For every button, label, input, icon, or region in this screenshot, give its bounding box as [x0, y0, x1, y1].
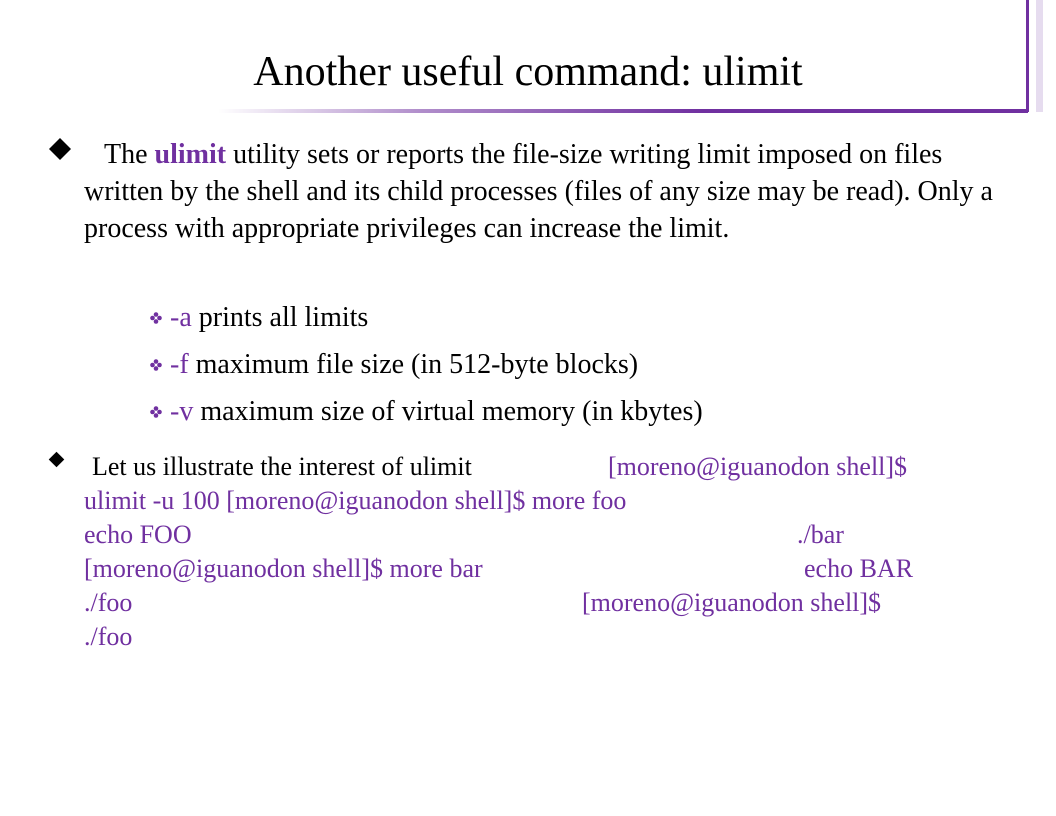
filled-diamond-icon [49, 138, 71, 160]
illustration-line: [moreno@iguanodon shell]$ more bar echo … [84, 552, 1024, 586]
four-petal-diamond-icon [150, 405, 162, 418]
intro-paragraph: The ulimit utility sets or reports the f… [84, 136, 1024, 247]
illustration-lead: Let us illustrate the interest of ulimit [92, 452, 472, 481]
accent-bar-dark [1026, 0, 1029, 112]
command-line: ./bar [797, 520, 844, 549]
option-item: -a prints all limits [150, 300, 368, 336]
option-flag: -a [170, 302, 192, 333]
option-flag: -v [170, 396, 194, 427]
illustration-line: echo FOO ./bar [84, 518, 1024, 552]
illustration-line: ulimit -u 100 [moreno@iguanodon shell]$ … [84, 484, 1024, 518]
option-item: -v maximum size of virtual memory (in kb… [150, 394, 703, 430]
option-text: prints all limits [191, 302, 369, 333]
option-flag: -f [170, 349, 189, 380]
illustration-line: ./foo [84, 620, 1024, 654]
option-item: -f maximum file size (in 512-byte blocks… [150, 347, 638, 383]
shell-prompt: [moreno@iguanodon shell]$ [582, 588, 882, 617]
command-line: echo FOO [84, 520, 192, 549]
filled-diamond-icon [48, 451, 65, 468]
command-line: echo BAR [804, 554, 914, 583]
illustration-line: ./foo [moreno@iguanodon shell]$ [84, 586, 1024, 620]
intro-keyword: ulimit [154, 139, 227, 170]
command-line: ./foo [84, 588, 133, 617]
option-text: maximum file size (in 512-byte blocks) [188, 349, 639, 380]
command-line: [moreno@iguanodon shell]$ more bar [84, 554, 483, 583]
illustration-line: Let us illustrate the interest of ulimit… [84, 450, 1024, 484]
shell-prompt: [moreno@iguanodon shell]$ [608, 452, 908, 481]
intro-prefix: The [104, 139, 155, 170]
option-text: maximum size of virtual memory (in kbyte… [193, 396, 703, 427]
illustration-block: Let us illustrate the interest of ulimit… [84, 450, 1024, 654]
command-line: ./foo [84, 622, 133, 651]
accent-bar-light [1036, 0, 1043, 112]
four-petal-diamond-icon [150, 311, 162, 324]
intro-rest: utility sets or reports the file-size wr… [84, 139, 993, 244]
slide-title: Another useful command: ulimit [253, 49, 803, 95]
title-underline [218, 109, 1028, 113]
command-line: ulimit -u 100 [moreno@iguanodon shell]$ … [84, 486, 627, 515]
four-petal-diamond-icon [150, 358, 162, 371]
